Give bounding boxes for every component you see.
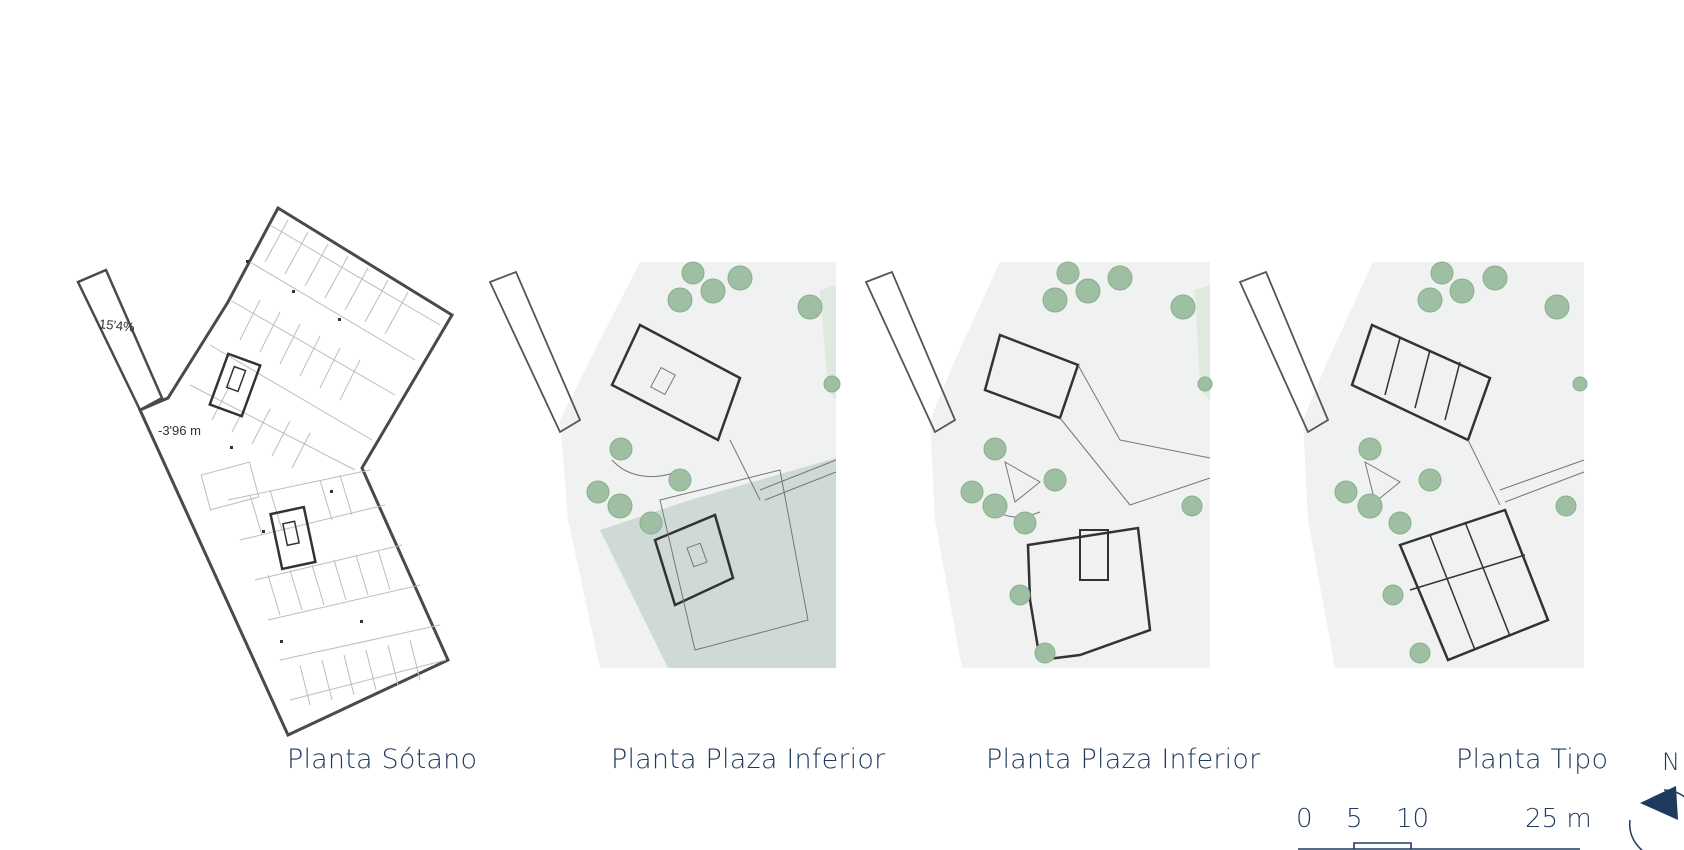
basement-level-label: -3'96 m bbox=[158, 423, 201, 438]
plan-plaza-lower-b bbox=[864, 262, 1211, 668]
plan-title-plaza-lower-b: Planta Plaza Inferior bbox=[986, 744, 1261, 775]
building-south bbox=[653, 513, 735, 607]
plan-title-basement: Planta Sótano bbox=[287, 744, 478, 775]
core-lower bbox=[269, 505, 317, 571]
trees bbox=[586, 261, 1588, 664]
plan-typical bbox=[1238, 262, 1585, 668]
building-south bbox=[1398, 508, 1550, 662]
building-north bbox=[610, 323, 742, 442]
plan-title-typical: Planta Tipo bbox=[1456, 744, 1609, 775]
scale-label-25m: 25 m bbox=[1525, 804, 1592, 834]
scale-label-0: 0 bbox=[1296, 804, 1313, 834]
green-edge bbox=[820, 285, 836, 400]
building-south bbox=[1026, 526, 1152, 662]
shadow-area bbox=[600, 458, 836, 668]
plan-basement bbox=[76, 205, 455, 738]
scale-bar bbox=[1298, 842, 1580, 850]
scale-label-10: 10 bbox=[1396, 804, 1430, 834]
core-upper bbox=[208, 352, 262, 418]
plan-title-plaza-lower-a: Planta Plaza Inferior bbox=[611, 744, 886, 775]
north-label: N bbox=[1662, 748, 1680, 776]
ramp-outline bbox=[76, 268, 164, 412]
plan-plaza-lower-a bbox=[488, 262, 837, 668]
scale-label-5: 5 bbox=[1346, 804, 1363, 834]
basement-outline bbox=[137, 205, 455, 738]
north-arrow bbox=[1629, 786, 1684, 850]
